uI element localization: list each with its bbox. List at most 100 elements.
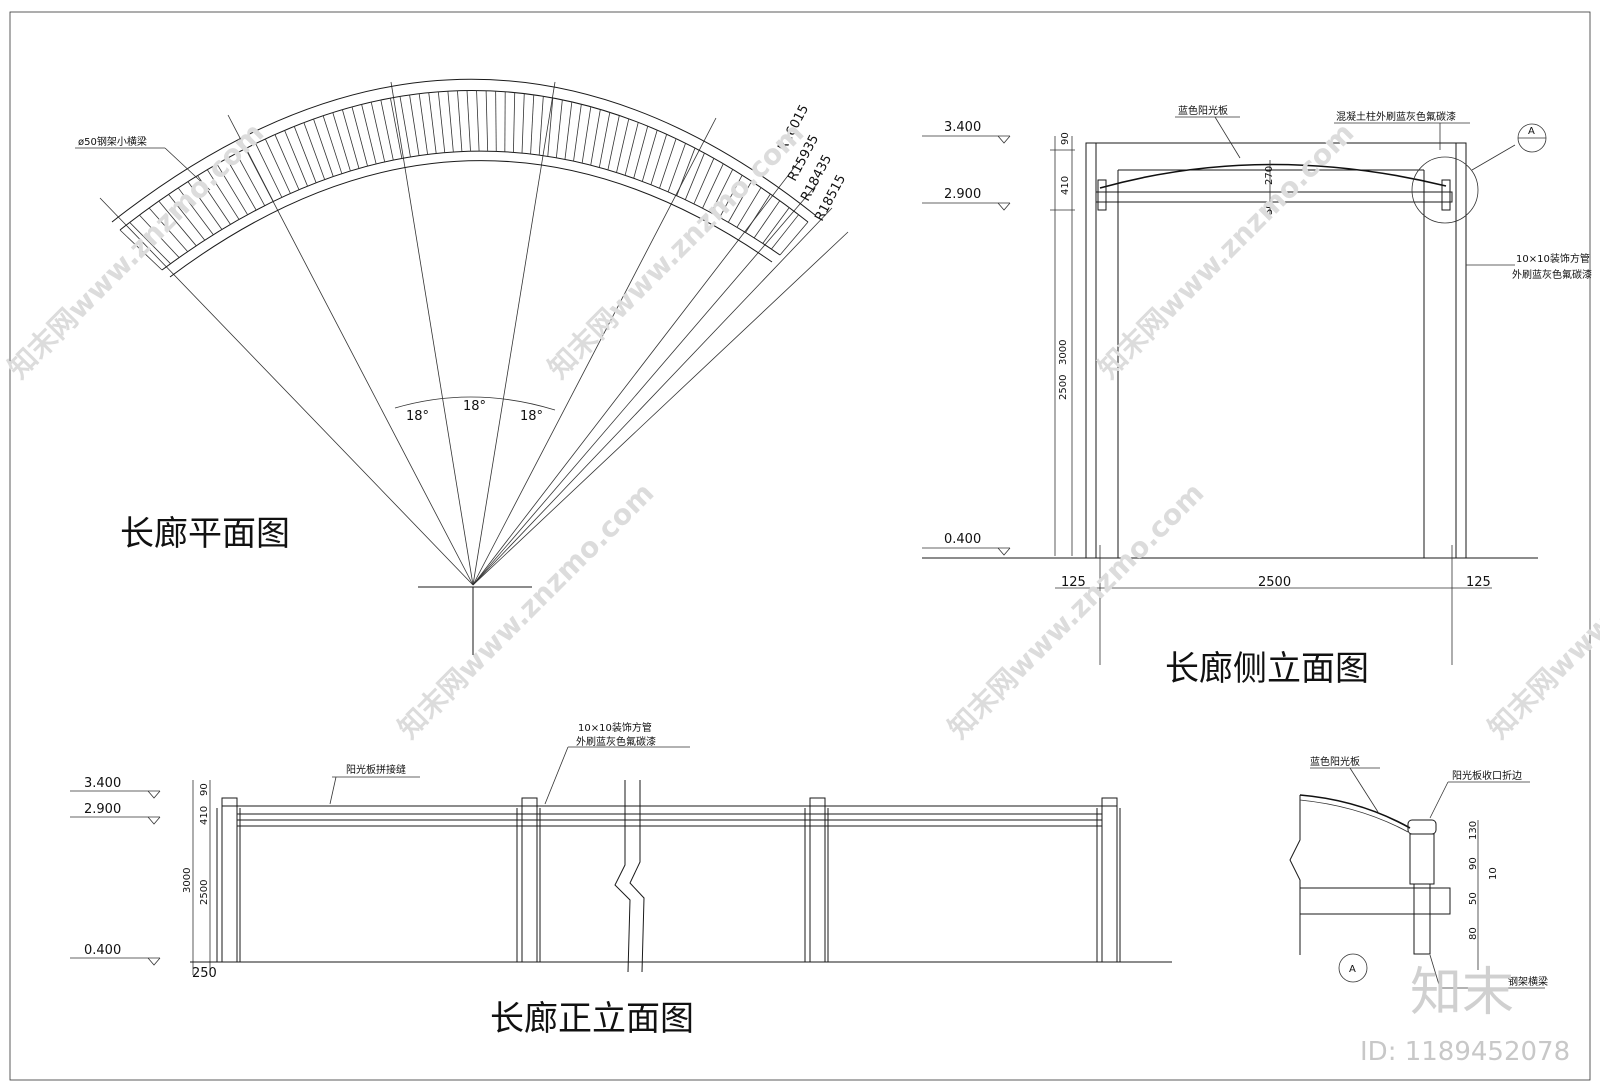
- panel-label: 蓝色阳光板: [1178, 104, 1228, 117]
- side-title: 长廊侧立面图: [1165, 649, 1369, 689]
- plan-rafters: [119, 90, 809, 271]
- rafter: [177, 187, 214, 235]
- rafter: [607, 115, 620, 170]
- side-column-right: [1455, 142, 1467, 559]
- rafter: [361, 104, 377, 165]
- front-title: 长廊正立面图: [490, 999, 694, 1039]
- side-roof-panel: [1099, 163, 1447, 189]
- rafter: [332, 112, 351, 172]
- rafter: [538, 96, 544, 156]
- rafter: [399, 96, 411, 157]
- rafter: [293, 126, 317, 183]
- dim-label: 410: [199, 806, 210, 825]
- watermark-text: 知末网www.znzmo.com: [1092, 116, 1361, 385]
- rafter: [129, 222, 171, 264]
- level-label: 0.400: [84, 943, 121, 958]
- front-column: [809, 797, 826, 963]
- rafter: [753, 200, 781, 239]
- rafter: [555, 99, 563, 158]
- detail-panel-label: 蓝色阳光板: [1310, 755, 1360, 768]
- rafter: [736, 187, 762, 228]
- level-label: 0.400: [944, 532, 981, 547]
- rafter: [702, 163, 724, 209]
- detail-a-marker-label: A: [1349, 964, 1356, 975]
- angle-label: 18°: [463, 399, 486, 414]
- dim-label: 125: [1061, 575, 1086, 590]
- rafter: [447, 91, 454, 153]
- rafter: [745, 193, 771, 233]
- rafter: [710, 169, 734, 213]
- rafter: [255, 143, 283, 198]
- plan-radial-lines: [99, 81, 849, 655]
- rafter: [521, 93, 525, 154]
- watermark-text: 知末网www.znzmo.com: [1482, 476, 1600, 745]
- rafter: [274, 134, 300, 190]
- detail-panel-curve: [1299, 794, 1411, 829]
- rafter: [564, 101, 573, 160]
- detail-beam-label: 钢架横梁: [1508, 975, 1548, 988]
- rafter: [409, 94, 420, 156]
- rafter: [313, 118, 334, 177]
- rafter: [547, 97, 554, 157]
- watermark-text: 知末网www.znzmo.com: [2, 116, 271, 385]
- rafter: [370, 101, 386, 163]
- break-line: [614, 780, 631, 973]
- rafter: [303, 122, 326, 180]
- rafter: [485, 90, 489, 152]
- dim-label: 410: [1060, 176, 1071, 195]
- rafter: [245, 148, 274, 202]
- rafter: [428, 92, 437, 154]
- rafter: [187, 181, 223, 230]
- rafter: [513, 92, 516, 153]
- rafter: [235, 153, 266, 206]
- rafter: [437, 91, 446, 153]
- rafter: [719, 175, 743, 218]
- rafter: [779, 221, 809, 256]
- rafter: [284, 130, 308, 187]
- detail-marker-label: A: [1528, 126, 1535, 137]
- detail-a-marker: [1338, 953, 1368, 983]
- dim-label: 50: [1468, 892, 1479, 905]
- rafter: [390, 98, 403, 159]
- rafter: [495, 91, 497, 152]
- rafter: [342, 109, 360, 169]
- plan-title: 长廊平面图: [120, 514, 290, 554]
- rafter: [650, 134, 668, 185]
- angle-label: 18°: [406, 409, 429, 424]
- level-label: 3.400: [944, 120, 981, 135]
- rafter: [590, 109, 601, 166]
- dim-label: 3000: [1058, 340, 1069, 365]
- beam-label: ø50钢架小横梁: [78, 135, 147, 148]
- rafter: [216, 163, 248, 215]
- rafter: [168, 194, 206, 241]
- rafter: [667, 143, 686, 193]
- rafter: [676, 147, 696, 196]
- plan-view: R16015 R15935 R18435 R18515 18° 18° 18° …: [75, 78, 849, 655]
- side-level-marks: 3.400 2.900 0.400: [922, 120, 1011, 556]
- level-label: 3.400: [84, 776, 121, 791]
- rafter: [762, 207, 790, 244]
- rafter: [530, 94, 535, 155]
- tube-label: 10×10装饰方管: [1516, 252, 1590, 265]
- rafter: [624, 122, 639, 176]
- watermark-logo: 知末: [1410, 963, 1514, 1023]
- rafter: [148, 207, 188, 252]
- level-label: 2.900: [84, 802, 121, 817]
- dim-label: 50: [1264, 202, 1275, 215]
- front-level-marks: 3.400 2.900 0.400: [70, 776, 161, 966]
- detail-callout-circle: [1411, 156, 1479, 224]
- front-column: [221, 797, 238, 963]
- level-label: 2.900: [944, 187, 981, 202]
- rafter: [466, 90, 471, 152]
- side-elevation: 3.400 2.900 0.400 90 410 3000 2500 270 5…: [922, 104, 1592, 689]
- dim-label: 90: [1468, 857, 1479, 870]
- dim-label: 3000: [182, 868, 193, 893]
- rafter: [351, 106, 368, 167]
- front-frame: [216, 797, 1121, 963]
- rafter: [158, 200, 197, 247]
- rafter: [322, 115, 343, 174]
- plan-corridor-arcs: [111, 78, 816, 411]
- rafter: [573, 104, 582, 162]
- rafter: [771, 214, 799, 250]
- dim-label: 2500: [199, 880, 210, 905]
